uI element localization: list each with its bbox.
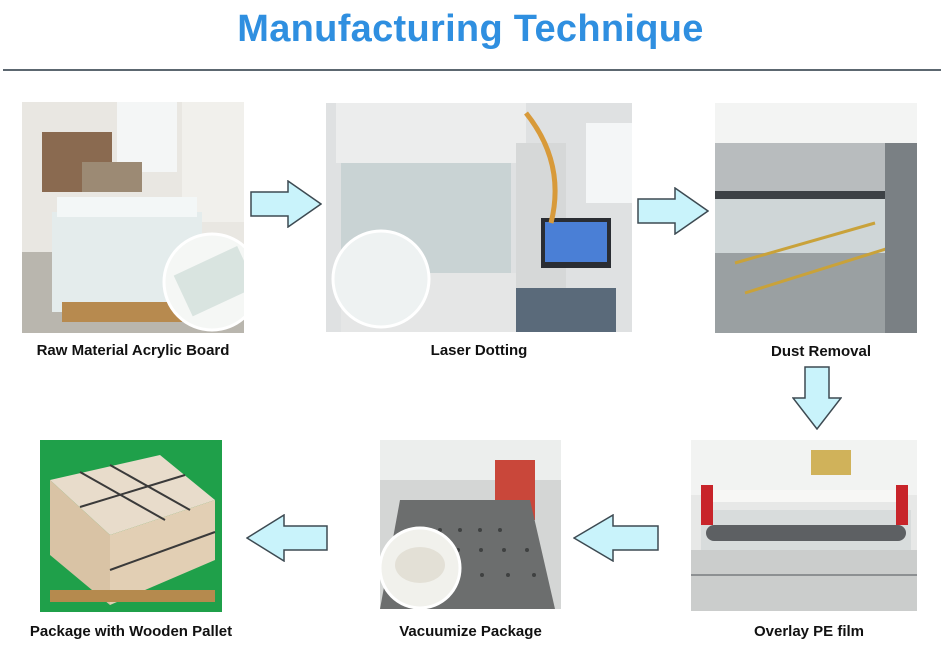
step-label-vacuumize-package: Vacuumize Package: [399, 623, 542, 640]
arrow-left-2: [246, 514, 328, 562]
arrow-left-icon: [573, 514, 659, 562]
wrapped-pallet-photo-icon: [40, 440, 222, 612]
acrylic-boards-photo-icon: [22, 102, 244, 333]
photo-dust-removal: [715, 103, 917, 333]
arrow-right-2: [637, 187, 709, 235]
arrow-down-icon: [792, 366, 842, 430]
pe-film-laminator-photo-icon: [691, 440, 917, 611]
photo-vacuumize-package: [380, 440, 561, 609]
photo-laser-dotting: [326, 103, 632, 332]
dust-removal-machine-photo-icon: [715, 103, 917, 333]
step-label-package-wooden-pallet: Package with Wooden Pallet: [29, 623, 233, 640]
arrow-left-1: [573, 514, 659, 562]
step-label-dust-removal: Dust Removal: [770, 343, 872, 360]
vacuum-table-photo-icon: [380, 440, 561, 609]
step-label-laser-dotting: Laser Dotting: [430, 342, 528, 359]
page-title: Manufacturing Technique: [237, 8, 704, 50]
arrow-right-1: [250, 180, 322, 228]
arrow-right-icon: [250, 180, 322, 228]
arrow-down-1: [792, 366, 842, 430]
photo-overlay-pe-film: [691, 440, 917, 611]
photo-package-wooden-pallet: [40, 440, 222, 612]
step-label-overlay-pe-film: Overlay PE film: [753, 623, 865, 640]
arrow-left-icon: [246, 514, 328, 562]
title-divider: [3, 69, 941, 71]
laser-machine-photo-icon: [326, 103, 632, 332]
step-label-raw-material: Raw Material Acrylic Board: [36, 342, 230, 359]
arrow-right-icon: [637, 187, 709, 235]
photo-raw-material: [22, 102, 244, 333]
